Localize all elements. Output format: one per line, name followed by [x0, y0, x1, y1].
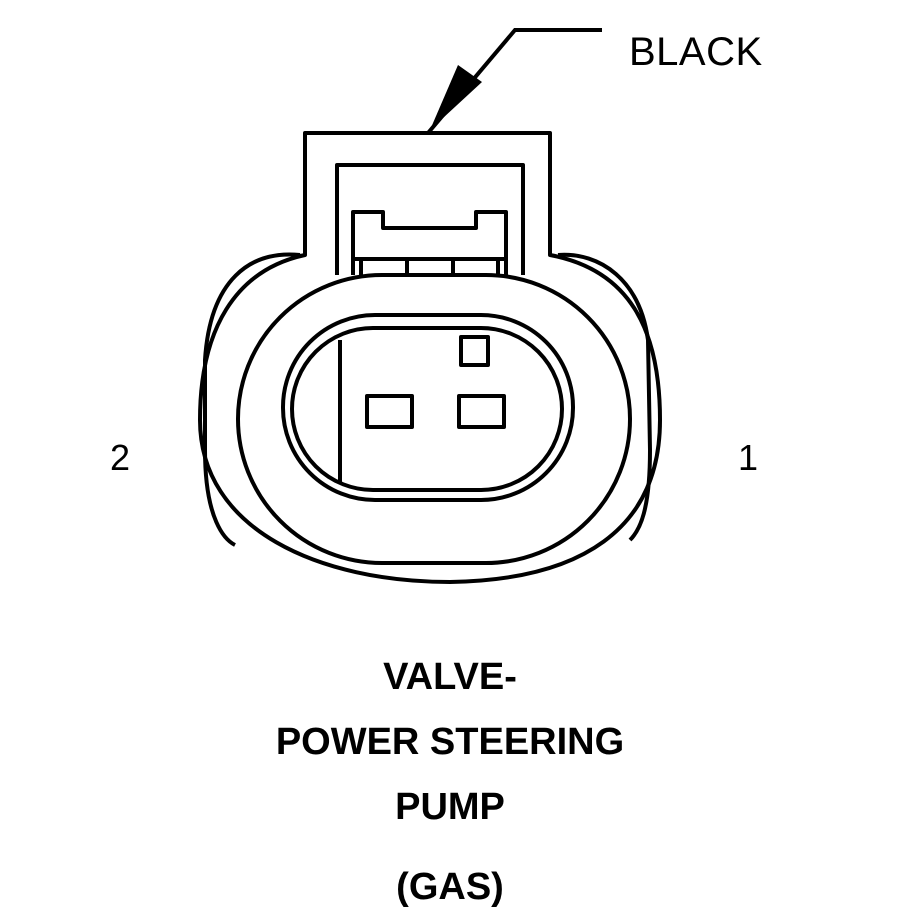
terminal-cavity-2: [365, 394, 414, 429]
terminal-cavity-1: [457, 394, 506, 429]
connector-inner-ring: [236, 273, 632, 565]
component-title-line-4: (GAS): [396, 866, 504, 908]
latch-housing: [335, 163, 525, 275]
connector-shell-left-bulge: [203, 252, 301, 547]
cavity-inner-wall: [290, 326, 564, 492]
latch-tab: [351, 210, 508, 275]
component-title-line-3: PUMP: [395, 786, 505, 828]
pin-2-label: 2: [110, 437, 131, 478]
component-title-line-1: VALVE-: [383, 656, 517, 698]
connector-color-label: BLACK: [629, 30, 763, 74]
connector-body-outline: [198, 131, 662, 584]
index-notch: [459, 335, 490, 367]
component-title-line-2: POWER STEERING: [275, 721, 625, 763]
pin-1-label: 1: [738, 437, 759, 478]
color-leader-arrow: [426, 28, 602, 135]
cavity-outer-wall: [281, 313, 575, 502]
